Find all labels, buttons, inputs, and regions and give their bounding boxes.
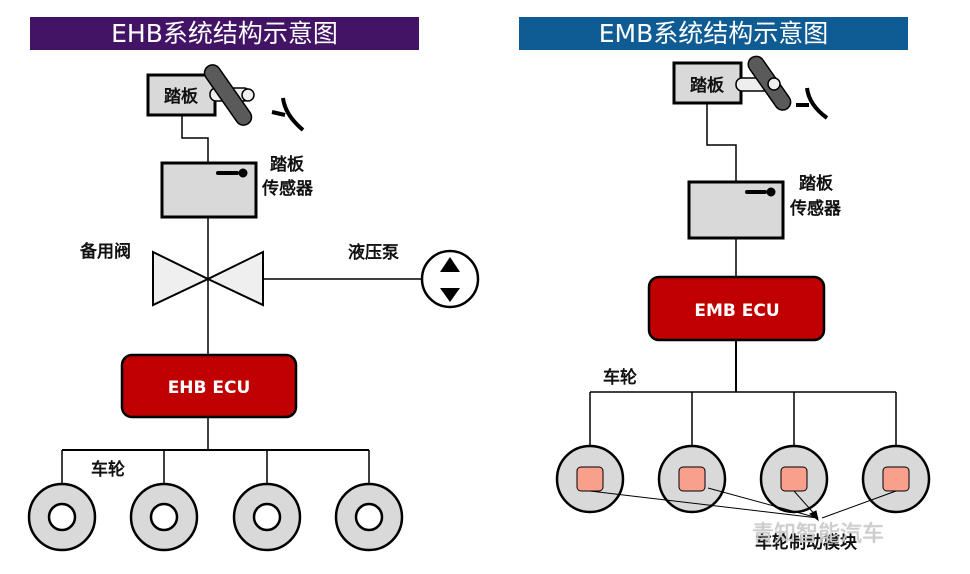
ehb-diagram: 踏板 踏板 传感器 备用阀 液压泵 EHB ECU [27,64,480,552]
ehb-wheel-label: 车轮 [91,459,125,480]
ehb-sensor-label-1: 踏板 [270,154,305,175]
emb-sensor-label-1: 踏板 [799,173,834,194]
emb-module-label: 车轮制动模块 [755,532,858,553]
ehb-sensor-label-2: 传感器 [261,178,314,199]
emb-sensor-label-2: 传感器 [789,198,842,219]
emb-wheel [657,444,727,514]
ehb-valve-label: 备用阀 [79,241,131,262]
emb-module-arrows [589,487,897,522]
ehb-wheel [334,482,404,552]
emb-wheel-label: 车轮 [603,367,637,388]
ehb-pump-label: 液压泵 [348,242,399,263]
emb-pedal-icon [735,55,829,120]
ehb-title: EHB系统结构示意图 [30,17,419,50]
emb-ecu-label: EMB ECU [694,301,779,321]
ehb-pedal-label: 踏板 [164,86,199,107]
emb-wheel [555,444,625,514]
emb-wheel [759,444,829,514]
ehb-wheel [27,482,97,552]
ehb-ecu-box [120,353,298,419]
emb-wheel [861,444,931,514]
emb-diagram: 踏板 踏板 传感器 EMB ECU 车轮 [555,55,931,553]
emb-pedal-label: 踏板 [690,75,725,96]
ehb-pedal-icon [203,64,305,132]
ehb-ecu-label: EHB ECU [168,378,251,398]
ehb-pump-icon [420,249,480,309]
ehb-valve-left [152,250,211,307]
watermark: 青知智能汽车 [752,522,885,547]
emb-title: EMB系统结构示意图 [519,17,908,50]
ehb-wheel [232,482,302,552]
ehb-wheel [129,482,199,552]
ehb-valve-right [205,250,264,307]
